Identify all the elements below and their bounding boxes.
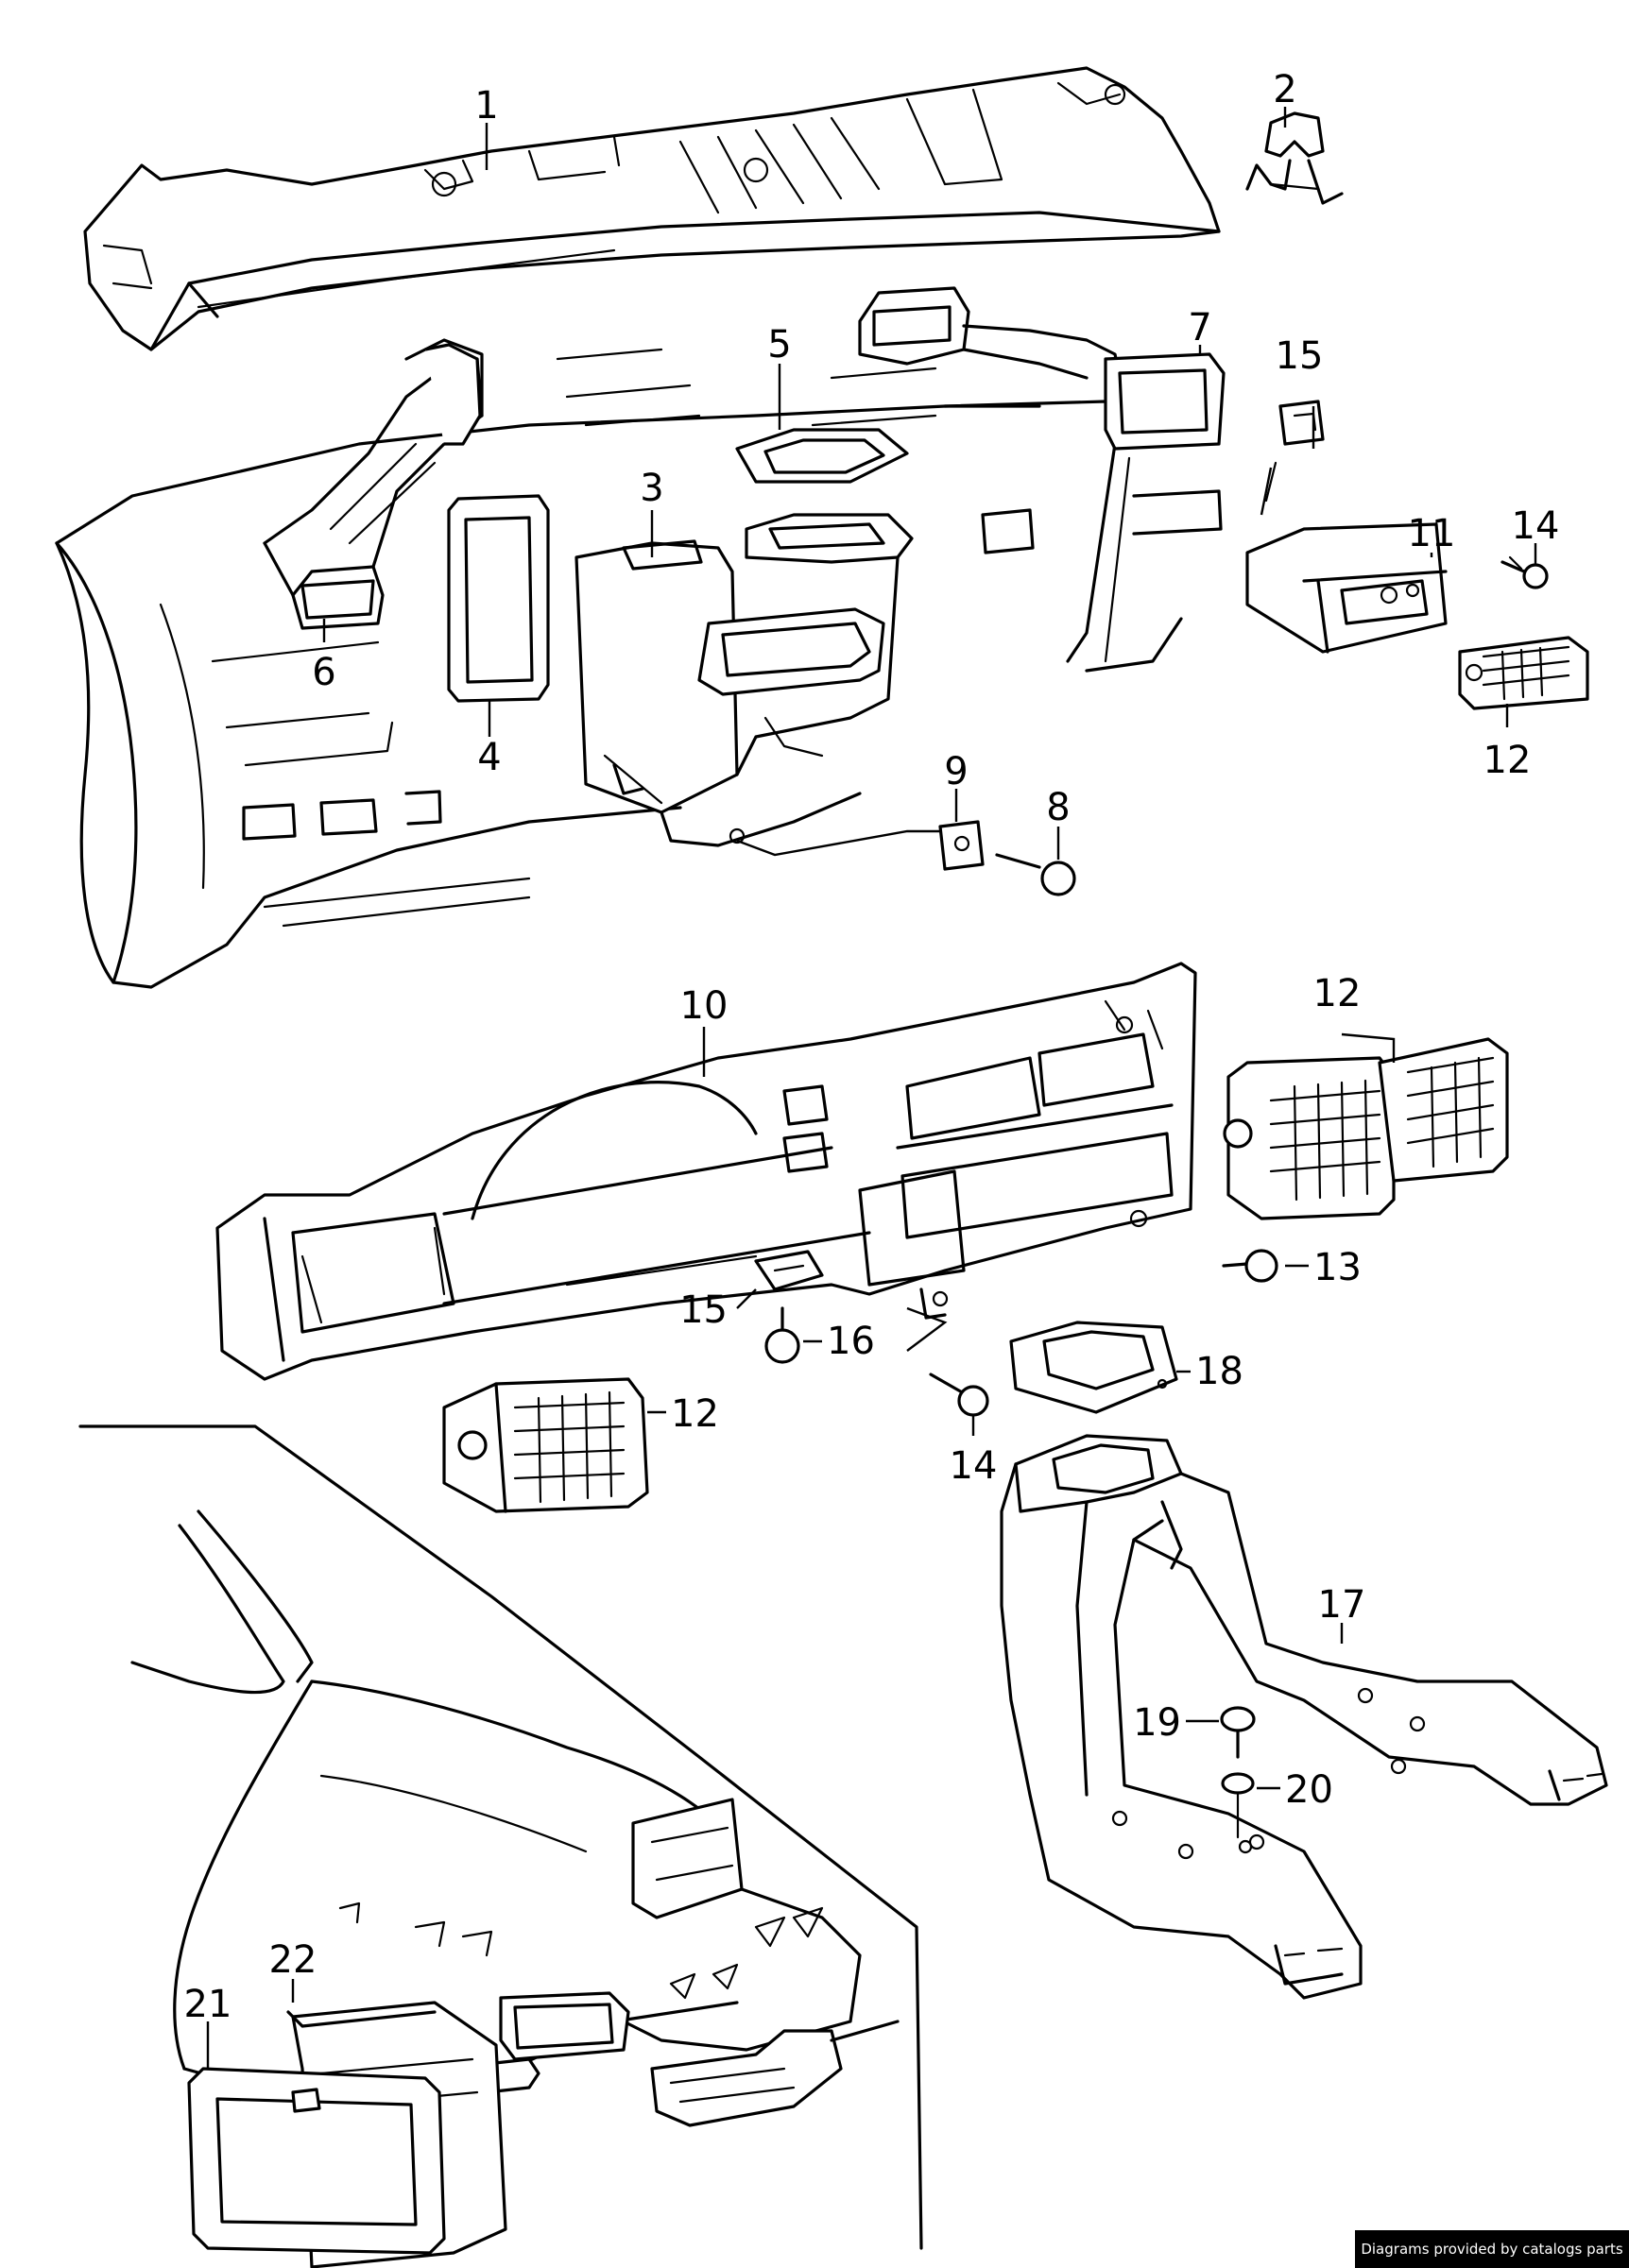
callout-19: 19	[1133, 1701, 1181, 1745]
callout-5: 5	[767, 323, 791, 367]
callout-7: 7	[1188, 306, 1211, 350]
part-1-cowl-panel	[83, 66, 1221, 351]
callout-8: 8	[1046, 786, 1070, 829]
part-8-screw	[995, 853, 1076, 896]
callout-14-lower: 14	[950, 1444, 998, 1488]
callout-17: 17	[1318, 1583, 1366, 1627]
callout-10: 10	[680, 984, 729, 1028]
part-12-vent-grilles-right	[1223, 1037, 1509, 1220]
part-21-gasket	[187, 2067, 446, 2255]
part-12-vent-grille-upper	[1458, 636, 1589, 710]
part-20-washer	[1221, 1772, 1255, 1854]
leader-lines	[206, 107, 1537, 2069]
part-7-upper-duct	[858, 286, 1226, 451]
part-10-panel-carrier	[215, 962, 1197, 1381]
part-13-clip	[1222, 1249, 1278, 1283]
callout-labels: 1 2 3 4 5 6 7 8 9 10 11 12 12 12 13 14 1…	[184, 68, 1560, 2026]
callout-15-lower: 15	[679, 1288, 728, 1332]
diagram-credit-badge: Diagrams provided by catalogs parts	[1355, 2230, 1629, 2268]
callout-6: 6	[312, 651, 335, 694]
callout-2: 2	[1273, 68, 1296, 111]
part-14-screw-upper	[1500, 555, 1549, 589]
callout-4: 4	[477, 736, 501, 779]
callout-12-upper: 12	[1483, 739, 1532, 782]
part-4-gasket	[447, 494, 550, 703]
callout-3: 3	[640, 467, 663, 510]
part-19-screw	[1220, 1706, 1256, 1759]
callout-11: 11	[1408, 512, 1456, 555]
part-6-left-duct	[263, 338, 484, 630]
callout-13: 13	[1313, 1246, 1362, 1289]
callout-16: 16	[827, 1320, 875, 1363]
callout-18: 18	[1195, 1350, 1243, 1393]
part-2-clip	[1245, 111, 1344, 205]
part-14-screw-lower	[906, 1306, 989, 1417]
part-15-clip-nut-upper	[1278, 400, 1325, 446]
callout-12-left: 12	[671, 1392, 719, 1436]
callout-12-right: 12	[1313, 972, 1362, 1015]
callout-22: 22	[269, 1938, 317, 1982]
callout-20: 20	[1285, 1768, 1333, 1812]
callout-14-upper: 14	[1512, 504, 1560, 548]
part-11-vent-housing	[1245, 522, 1448, 654]
part-17-floor-duct	[1000, 1434, 1608, 2000]
part-12-vent-grille-left	[442, 1377, 649, 1513]
callout-21: 21	[184, 1983, 232, 2026]
callout-9: 9	[944, 750, 968, 793]
part-5-gasket	[735, 428, 909, 484]
part-3-air-distributor	[574, 513, 914, 847]
callout-15-upper: 15	[1276, 334, 1324, 378]
part-15-clip-nut-lower	[754, 1250, 824, 1291]
callout-1: 1	[474, 84, 498, 128]
part-16-screw	[764, 1306, 800, 1364]
part-9-clip-nut	[938, 820, 985, 871]
part-18-frame	[1009, 1321, 1178, 1414]
